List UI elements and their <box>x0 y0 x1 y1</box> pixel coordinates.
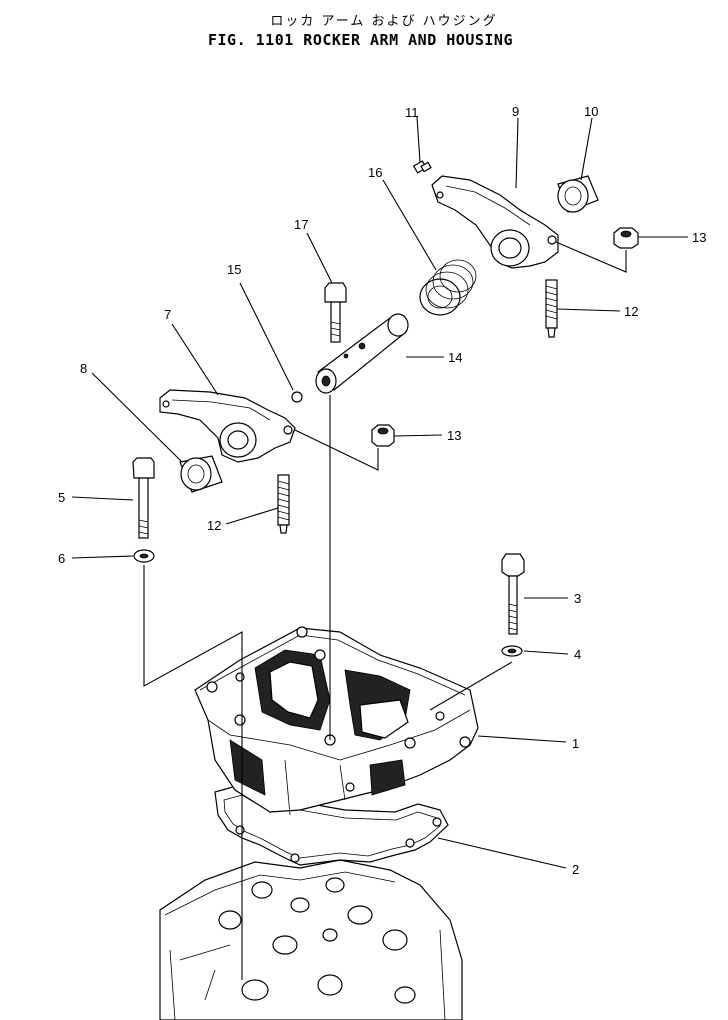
callout-8: 8 <box>80 361 87 376</box>
assembly-guide-lines <box>143 241 627 980</box>
figure-title-japanese: ロッカ アーム および ハウジング <box>270 14 498 29</box>
callout-13-upper: 13 <box>692 230 706 245</box>
washer-part-6 <box>133 549 155 563</box>
callout-6: 6 <box>58 551 65 566</box>
callout-13-lower: 13 <box>447 428 461 443</box>
rocker-housing-part <box>194 626 479 816</box>
rocker-shaft-part-14 <box>315 313 409 394</box>
leader-lines <box>71 116 688 869</box>
ball-part-15 <box>291 391 303 403</box>
callout-11: 11 <box>405 105 419 120</box>
screw-part-11 <box>412 160 432 174</box>
callout-2: 2 <box>572 862 579 877</box>
spring-part-16 <box>419 259 477 316</box>
bolt-part-5 <box>132 457 155 539</box>
cylinder-head-part <box>159 859 463 1020</box>
callout-labels: 1 2 3 4 5 6 7 8 9 10 11 12 12 13 13 14 1… <box>58 104 706 877</box>
adjust-screw-part-12-left <box>277 474 290 534</box>
callout-14: 14 <box>448 350 462 365</box>
figure-title: FIG. 1101 ROCKER ARM AND HOUSING <box>208 31 513 49</box>
rocker-arm-part-7 <box>159 389 296 463</box>
callout-5: 5 <box>58 490 65 505</box>
bushing-part-8 <box>179 455 223 493</box>
nut-part-13-upper <box>613 227 639 249</box>
bolt-part-17 <box>324 282 347 343</box>
rocker-arm-part-9 <box>431 175 559 269</box>
callout-15: 15 <box>227 262 241 277</box>
washer-part-4 <box>501 645 523 657</box>
callout-12-left: 12 <box>207 518 221 533</box>
callout-7: 7 <box>164 307 171 322</box>
nut-part-13-lower <box>371 424 395 447</box>
callout-10: 10 <box>584 104 598 119</box>
bushing-part-10 <box>557 175 599 213</box>
callout-16: 16 <box>368 165 382 180</box>
callout-9: 9 <box>512 104 519 119</box>
bolt-part-3 <box>501 553 525 635</box>
callout-17: 17 <box>294 217 308 232</box>
callout-1: 1 <box>572 736 579 751</box>
adjust-screw-part-12-right <box>545 279 558 338</box>
callout-3: 3 <box>574 591 581 606</box>
callout-12-right: 12 <box>624 304 638 319</box>
callout-4: 4 <box>574 647 581 662</box>
